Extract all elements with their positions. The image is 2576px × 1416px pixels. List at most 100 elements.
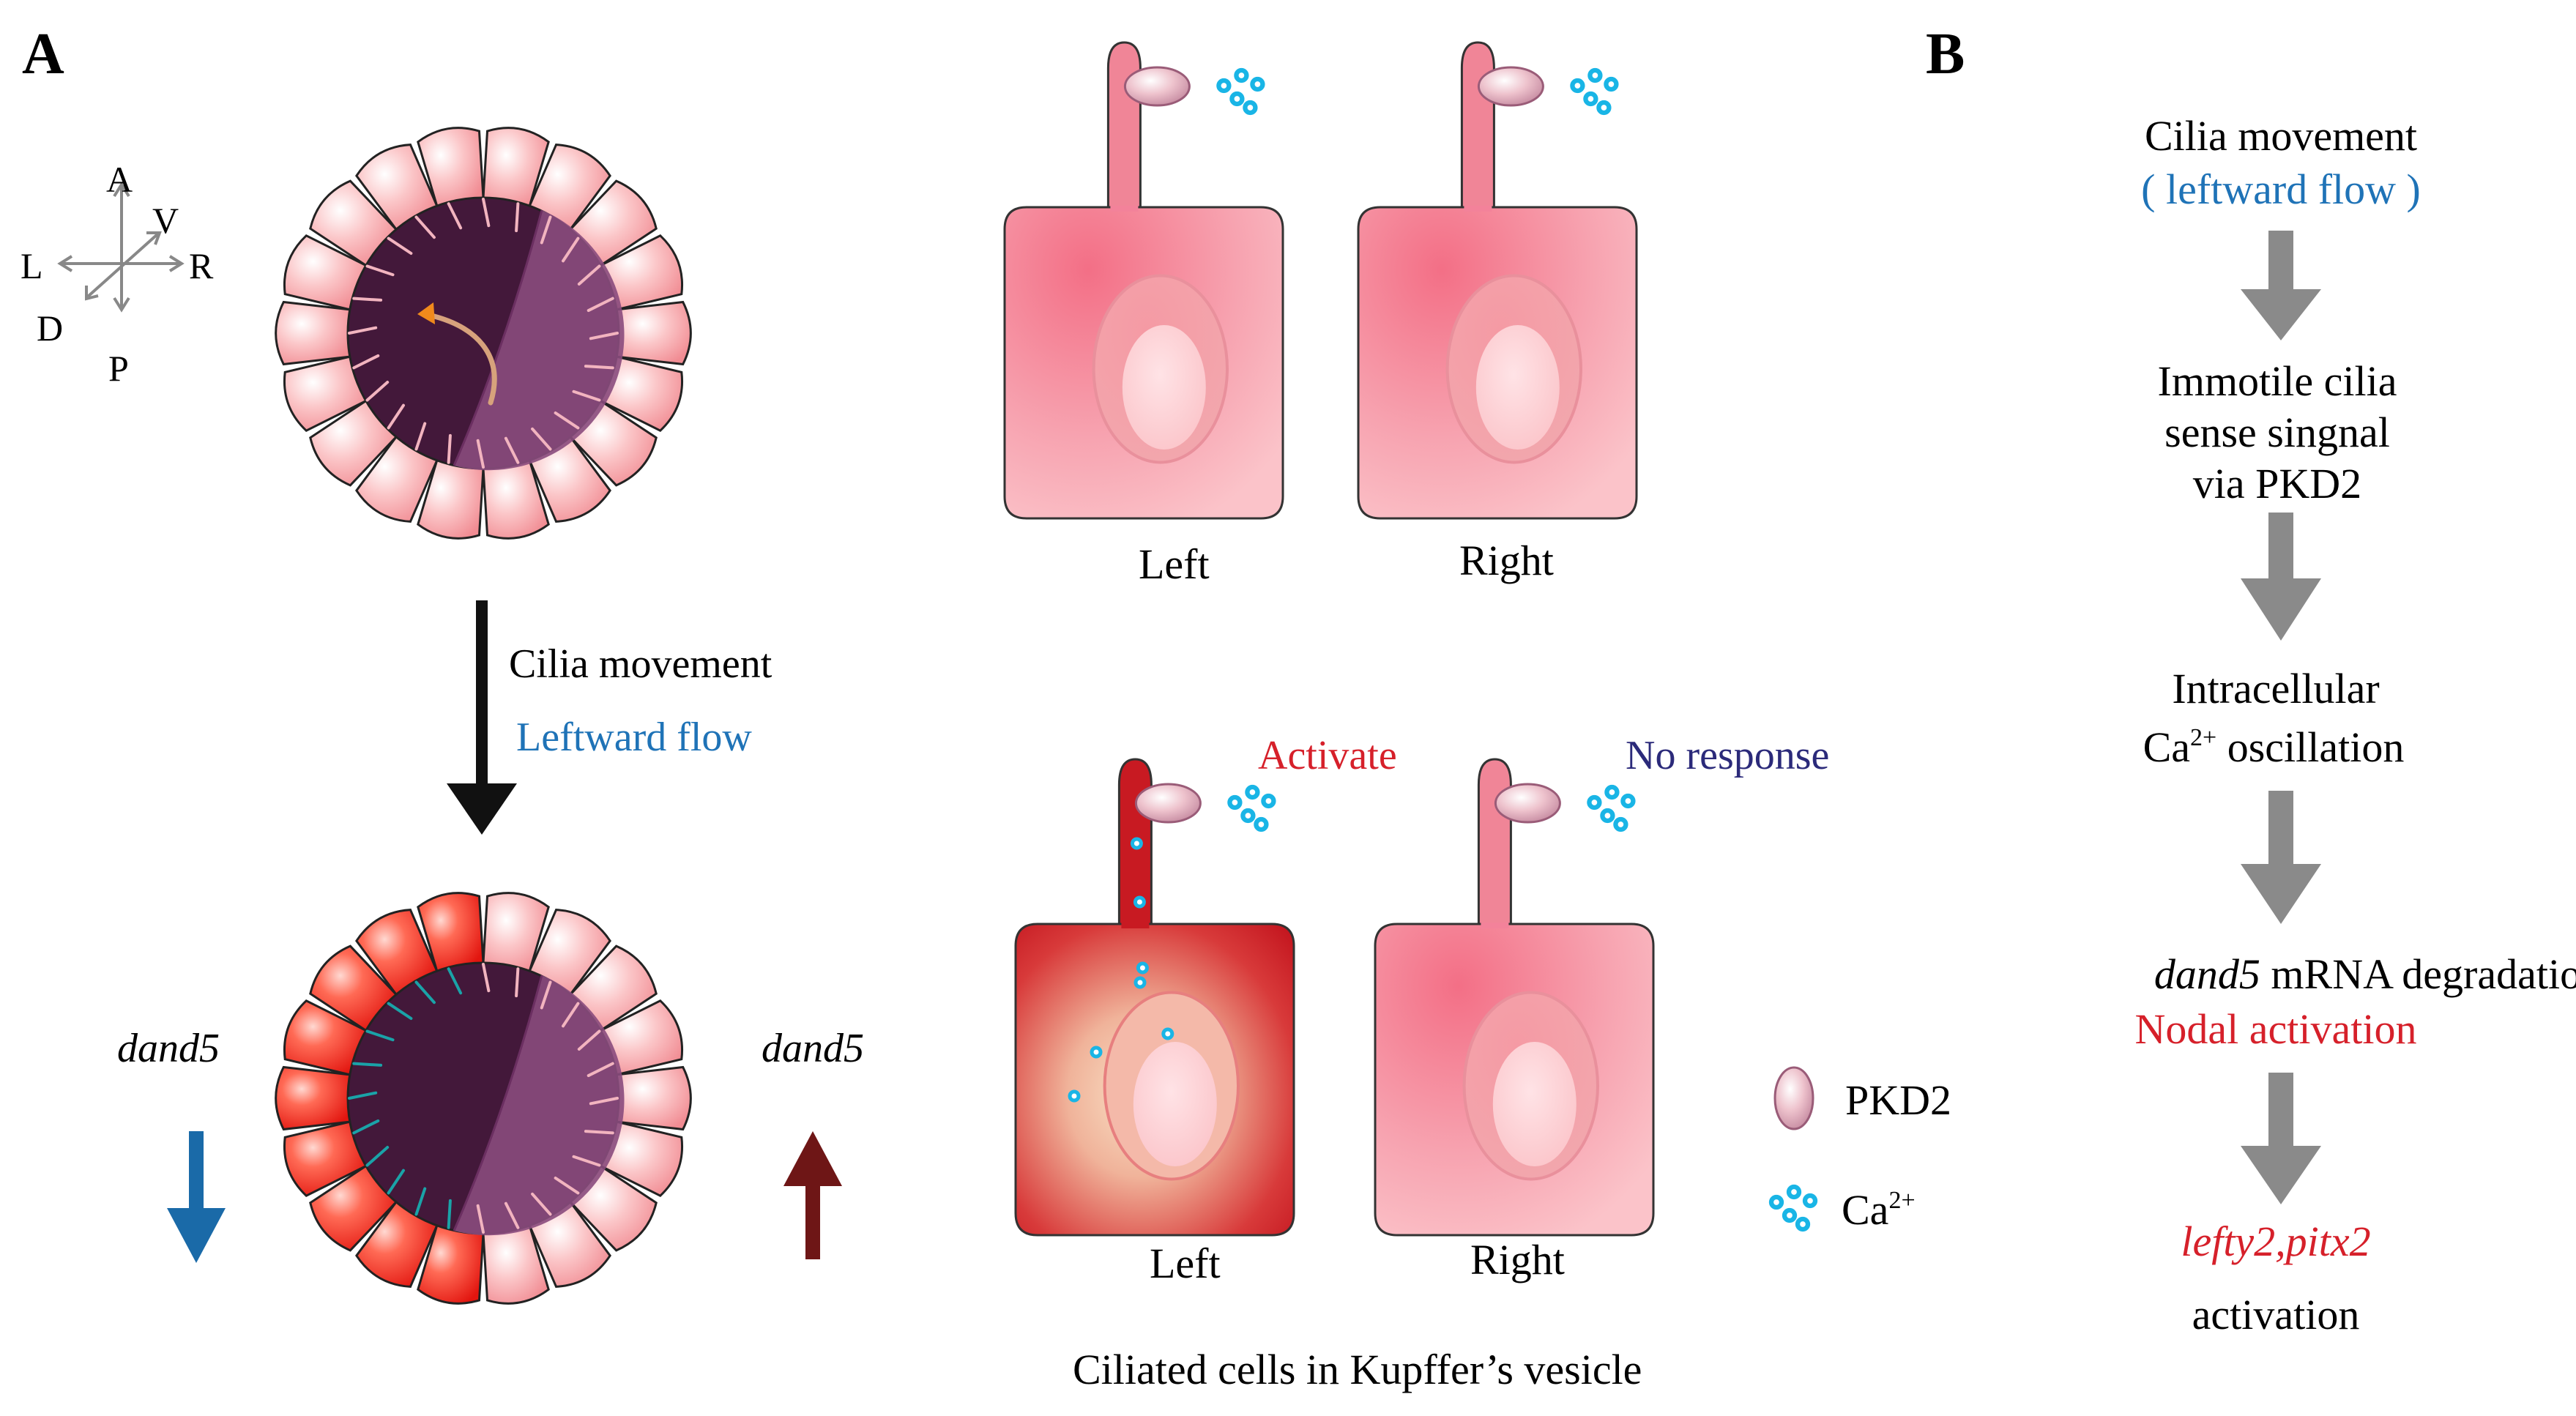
- nucleolus: [1492, 1042, 1577, 1166]
- top-right-label: Right: [1459, 537, 1554, 584]
- cilium: [540, 980, 552, 1010]
- cilium: [531, 427, 552, 451]
- calcium-ion: [1802, 1193, 1818, 1209]
- lumen-edge: [453, 975, 543, 1231]
- axis-d: D: [37, 308, 63, 349]
- b-step4-line2: Nodal activation: [2135, 1005, 2417, 1053]
- calcium-ion-inside: [1136, 961, 1149, 975]
- cilium: [387, 1002, 413, 1020]
- vesicle-cell: [528, 435, 611, 523]
- cilium: [554, 411, 580, 430]
- cilium: [562, 1002, 580, 1028]
- calcium-ion-inside: [1161, 1027, 1175, 1040]
- cilium: [589, 1097, 619, 1106]
- calcium-ion: [1243, 100, 1258, 116]
- legend-pkd2-icon: [1773, 1066, 1814, 1130]
- cilium: [387, 1169, 405, 1195]
- vesicle-cell: [309, 179, 398, 267]
- cell-top-right: [1357, 41, 1638, 520]
- calcium-ion: [1570, 78, 1585, 94]
- cilium: [589, 332, 619, 340]
- cilium: [584, 1130, 614, 1135]
- cilium: [482, 198, 491, 228]
- vesicle-cell: [283, 355, 368, 433]
- b-step4-line1: dand5 mRNA degradation: [2154, 950, 2576, 998]
- cilium: [365, 381, 390, 402]
- calcium-ion-inside: [1090, 1046, 1103, 1059]
- axis-a: A: [106, 159, 133, 200]
- cilium: [577, 1029, 601, 1051]
- vesicle-cell: [615, 1065, 692, 1131]
- calcium-ion: [1583, 91, 1598, 107]
- vesicle-cell: [568, 179, 658, 267]
- calcium-ion: [1596, 100, 1612, 116]
- axis-p: P: [108, 348, 129, 389]
- cilium: [414, 980, 436, 1005]
- vesicle-cell: [355, 435, 439, 523]
- axis-r: R: [189, 245, 214, 286]
- calcium-ion: [1229, 91, 1245, 107]
- calcium-ion: [1600, 808, 1615, 824]
- cilium: [577, 264, 601, 286]
- b-arrow-3: [2241, 791, 2321, 924]
- cilium: [562, 236, 580, 263]
- b-step3-line2: Ca2+ oscillation: [2143, 723, 2405, 771]
- cilium: [540, 215, 552, 245]
- calcium-ion: [1587, 794, 1602, 811]
- dand5-up-arrow: [783, 1131, 842, 1259]
- calcium-ion: [1620, 793, 1636, 809]
- flow-arrowhead: [417, 302, 435, 324]
- legend-calcium-icon: [1768, 1184, 1818, 1232]
- b-step3-line1: Intracellular: [2172, 665, 2379, 712]
- cilium: [504, 1201, 520, 1229]
- figure-caption: Ciliated cells in Kupffer’s vesicle: [1073, 1346, 1642, 1393]
- cell-top-left: [1003, 41, 1284, 520]
- cilium: [447, 433, 452, 464]
- cilium: [348, 1091, 378, 1100]
- dand5-down-arrow: [167, 1131, 226, 1263]
- calcium-ion: [1254, 816, 1269, 832]
- calcium-ion: [1604, 784, 1620, 800]
- cilium: [414, 215, 436, 239]
- cilium: [572, 1155, 601, 1167]
- flow-leftward: Leftward flow: [516, 715, 752, 760]
- cilium: [447, 1199, 452, 1229]
- b-step2-line3: via PKD2: [2193, 460, 2361, 507]
- vesicle-cell: [482, 127, 550, 207]
- kupffer-vesicle-after: [275, 892, 692, 1305]
- cilium-base: [1110, 206, 1139, 212]
- vesicle-cell: [355, 909, 439, 996]
- calcium-ion-inside: [1133, 895, 1146, 909]
- vesicle-cell: [568, 944, 658, 1032]
- vesicle-cell: [417, 892, 485, 972]
- vesicle-cell: [309, 399, 398, 487]
- cilium: [504, 436, 520, 464]
- panel-b-label: B: [1926, 22, 1965, 86]
- cilium: [352, 1119, 380, 1135]
- axis-l: L: [21, 245, 43, 286]
- vesicle-cell: [275, 300, 351, 366]
- cilium: [515, 202, 520, 233]
- calcium-ion: [1245, 784, 1260, 800]
- cilium-base: [1481, 923, 1509, 928]
- cell-bottom-right: [1374, 758, 1655, 1237]
- cilium: [587, 297, 614, 313]
- calcium-ion: [1240, 808, 1256, 824]
- calcium-ion: [1261, 793, 1276, 809]
- vesicle-cell: [482, 892, 550, 972]
- b-step2-line2: sense singnal: [2164, 409, 2390, 456]
- cilium: [572, 390, 601, 402]
- calcium-ion: [1227, 794, 1243, 811]
- cilium-base: [1121, 923, 1150, 928]
- cilium: [515, 967, 520, 998]
- b-arrow-1: [2241, 231, 2321, 340]
- activate-label: Activate: [1258, 733, 1397, 778]
- cilium: [365, 264, 395, 277]
- cilium: [352, 297, 383, 302]
- b-arrow-2: [2241, 513, 2321, 641]
- vesicle-cell: [417, 127, 485, 207]
- vesicle-cell: [283, 999, 368, 1076]
- calcium-ion-inside: [1130, 837, 1143, 850]
- cilium: [447, 202, 463, 230]
- primary-cilium: [1460, 41, 1495, 213]
